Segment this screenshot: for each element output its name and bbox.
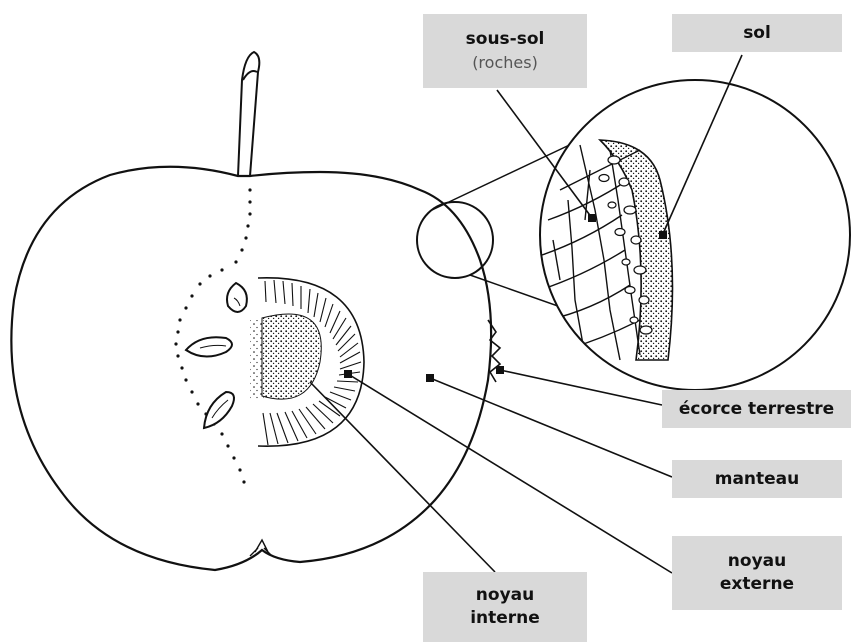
inner-core [250,314,321,400]
label-noyau-interne-line2: interne [470,607,540,630]
apple-calyx [250,540,272,556]
magnified-crust-view [540,80,850,390]
apple-seeds [186,283,247,428]
apple-stem [238,52,259,176]
label-sol-text: sol [743,22,771,45]
label-ecorce-terrestre: écorce terrestre [662,390,851,428]
label-noyau-interne: noyau interne [423,572,587,642]
seed-middle [186,337,232,356]
dotted-core-line [174,188,251,483]
label-sous-sol-title: sous-sol [466,28,545,51]
label-sol: sol [672,14,842,52]
seed-bottom [204,392,234,428]
label-sous-sol-subtitle: (roches) [472,51,538,74]
leader-noyau-interne [310,382,495,572]
label-manteau: manteau [672,460,842,498]
label-noyau-externe: noyau externe [672,536,842,610]
label-manteau-text: manteau [715,468,800,491]
label-noyau-externe-line1: noyau [728,550,786,573]
leader-noyau-externe [348,374,672,573]
label-sous-sol: sous-sol (roches) [423,14,587,88]
leader-manteau [430,378,672,477]
label-noyau-externe-line2: externe [720,573,794,596]
label-noyau-interne-line1: noyau [476,584,534,607]
label-ecorce-text: écorce terrestre [679,398,834,421]
seed-top [227,283,247,312]
